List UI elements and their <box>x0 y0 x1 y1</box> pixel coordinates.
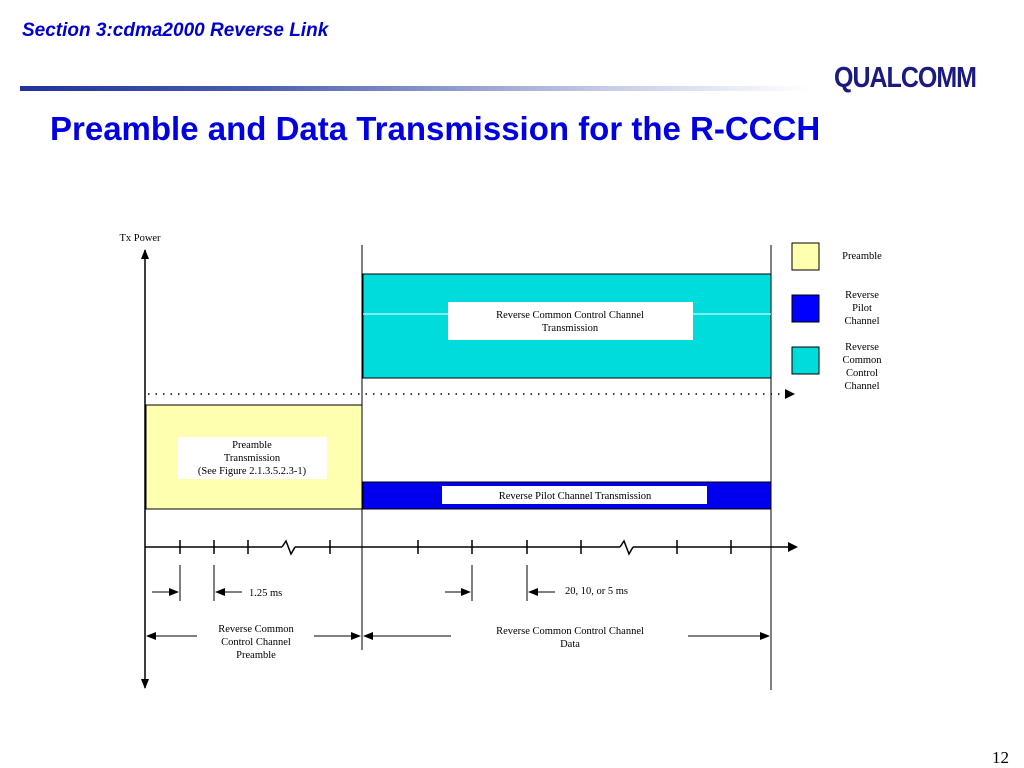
rcch-label-line2: Transmission <box>542 323 599 334</box>
time-axis-break-2 <box>619 539 634 556</box>
legend-swatch-rcch <box>791 346 820 375</box>
span-data-line2: Data <box>560 639 580 650</box>
time-axis-arrowhead <box>788 542 798 552</box>
power-reference-arrowhead <box>785 389 795 399</box>
span-preamble-line3: Preamble <box>236 650 276 661</box>
pilot-label-box <box>442 486 707 504</box>
page-title: Preamble and Data Transmission for the R… <box>50 110 821 147</box>
pilot-label: Reverse Pilot Channel Transmission <box>499 491 652 502</box>
span-data-line1: Reverse Common Control Channel <box>496 626 644 637</box>
legend-label-pilot-line3: Channel <box>845 316 880 327</box>
preamble-label-line1: Preamble <box>232 440 272 451</box>
legend-label-preamble: Preamble <box>842 251 882 262</box>
rcch-label-line1: Reverse Common Control Channel <box>496 310 644 321</box>
qualcomm-logo: QUALCOMM <box>834 61 977 95</box>
header-divider <box>20 86 810 91</box>
legend-label-pilot-line2: Pilot <box>852 303 872 314</box>
span-preamble-line2: Control Channel <box>221 637 291 648</box>
preamble-label-line3: (See Figure 2.1.3.5.2.3-1) <box>198 466 307 477</box>
legend: Preamble Reverse Pilot Channel Reverse C… <box>791 242 882 392</box>
legend-label-rcch-line4: Channel <box>845 381 880 392</box>
tx-power-label: Tx Power <box>119 233 161 244</box>
rcch-label-box <box>448 302 693 340</box>
span-preamble-line1: Reverse Common <box>218 624 294 635</box>
legend-label-pilot-line1: Reverse <box>845 290 879 301</box>
time-axis-ticks <box>179 540 732 554</box>
legend-swatch-pilot <box>791 294 820 323</box>
page-number: 12 <box>992 748 1009 767</box>
legend-label-rcch-line3: Control <box>846 368 878 379</box>
preamble-label-box <box>178 437 327 479</box>
legend-label-rcch-line1: Reverse <box>845 342 879 353</box>
legend-label-rcch-line2: Common <box>842 355 882 366</box>
section-title: Section 3:cdma2000 Reverse Link <box>22 20 329 41</box>
time-axis-break-1 <box>281 539 296 556</box>
legend-swatch-preamble <box>791 242 820 271</box>
dim-125ms-label: 1.25 ms <box>249 588 282 599</box>
preamble-label-line2: Transmission <box>224 453 281 464</box>
dim-slot-label: 20, 10, or 5 ms <box>565 586 628 597</box>
